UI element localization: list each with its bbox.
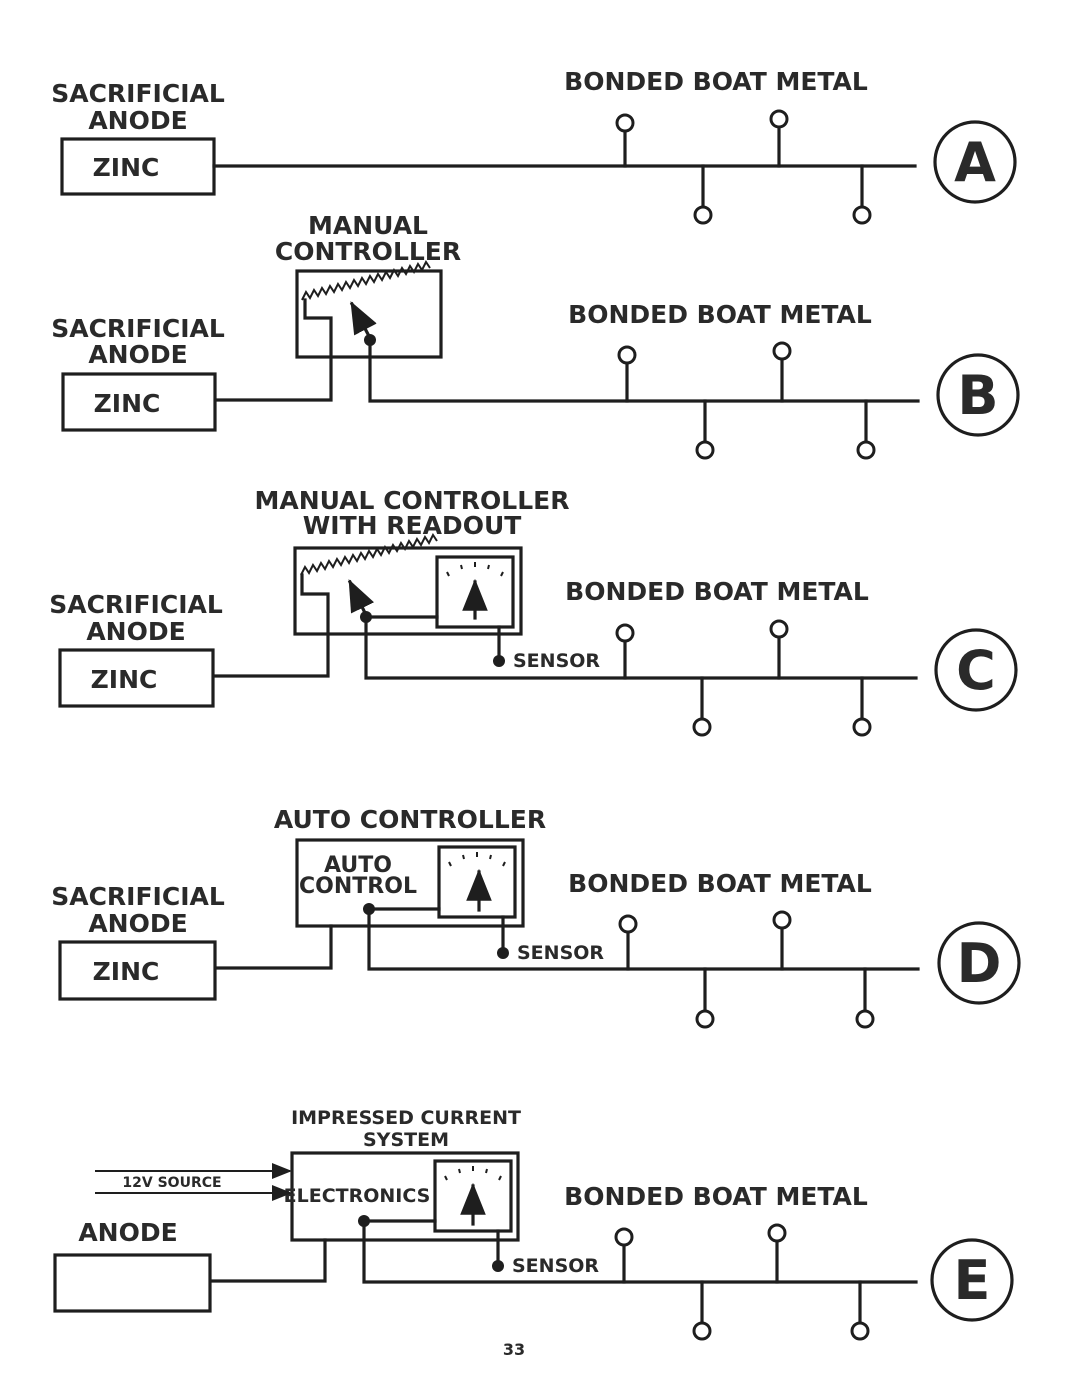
anode-label: ZINC	[94, 389, 161, 418]
bond-pins	[618, 910, 875, 1029]
metal-label: BONDED BOAT METAL	[564, 67, 868, 96]
readout-meter	[437, 845, 517, 919]
inner-label: ELECTRONICS	[284, 1185, 431, 1207]
source-label: 12V SOURCE	[122, 1175, 221, 1191]
anode-title-line2: ANODE	[88, 340, 187, 369]
anode-label: ZINC	[91, 665, 158, 694]
panel-letter: D	[957, 932, 1002, 995]
bond-pins	[614, 1223, 870, 1341]
panel-letter-circle	[930, 1238, 1014, 1322]
wiper-needle	[347, 579, 375, 618]
anode-title-line2: ANODE	[88, 909, 187, 938]
anode-title-line1: SACRIFICIAL	[51, 314, 225, 343]
zinc-anode-box	[58, 648, 215, 708]
inner-label-line1: AUTO	[324, 853, 392, 878]
controller-title-line1: MANUAL CONTROLLER	[255, 486, 570, 515]
anode-lead	[209, 1238, 327, 1283]
panel-a: SACRIFICIAL ANODE ZINC BONDED BOAT METAL…	[51, 67, 1017, 225]
anode-title-line2: ANODE	[88, 106, 187, 135]
sensor-label: SENSOR	[513, 650, 600, 672]
zinc-anode-box	[60, 137, 216, 196]
metal-label: BONDED BOAT METAL	[568, 869, 872, 898]
zinc-anode-box	[61, 372, 217, 432]
bond-wire	[362, 1219, 918, 1284]
panel-letter-circle	[933, 120, 1017, 204]
bond-wire	[367, 907, 920, 971]
anode-title-line1: SACRIFICIAL	[51, 79, 225, 108]
meter-ticks	[444, 1166, 502, 1181]
meter-ticks	[446, 562, 504, 577]
sensor-label: SENSOR	[512, 1255, 599, 1277]
sensor-dot	[493, 655, 505, 667]
panel-letter-circle	[934, 628, 1018, 712]
anode-label: ZINC	[93, 957, 160, 986]
bond-wire	[364, 615, 918, 680]
controller-title-line1: MANUAL	[308, 211, 428, 240]
wiper-needle	[349, 301, 377, 341]
bond-pins	[615, 619, 872, 737]
panel-c: MANUAL CONTROLLER WITH READOUT SENSOR SA…	[49, 486, 1018, 737]
panel-letter-circle	[937, 921, 1021, 1005]
panel-letter: A	[954, 131, 996, 194]
anode-lead	[211, 573, 330, 678]
controller-title-line2: CONTROLLER	[275, 237, 461, 266]
controller-title-line1: IMPRESSED CURRENT	[291, 1107, 521, 1129]
anode-label: ZINC	[93, 153, 160, 182]
sensor-label: SENSOR	[517, 942, 604, 964]
anode-lead	[213, 924, 333, 970]
panel-letter: C	[956, 639, 996, 702]
sensor-dot	[497, 947, 509, 959]
rheostat-coil	[300, 533, 438, 576]
panel-letter: B	[957, 364, 998, 427]
page-number: 33	[503, 1340, 525, 1359]
zinc-anode-box	[58, 940, 217, 1001]
controller-title: AUTO CONTROLLER	[274, 805, 546, 834]
bond-pins	[615, 109, 872, 225]
panel-d: AUTO CONTROLLER AUTO CONTROL SENSOR SACR…	[51, 805, 1021, 1029]
metal-label: BONDED BOAT METAL	[568, 300, 872, 329]
sensor-dot	[492, 1260, 504, 1272]
panel-e: IMPRESSED CURRENT SYSTEM ELECTRONICS 12V…	[53, 1107, 1014, 1341]
panel-b: MANUAL CONTROLLER SACRIFICIAL ANODE ZINC…	[51, 211, 1020, 460]
rheostat-coil	[301, 260, 431, 301]
anode-title: ANODE	[78, 1218, 177, 1247]
meter-ticks	[448, 852, 506, 867]
metal-label: BONDED BOAT METAL	[564, 1182, 868, 1211]
inner-label-line2: CONTROL	[299, 874, 417, 899]
anode-title-line1: SACRIFICIAL	[49, 590, 223, 619]
anode-title-line2: ANODE	[86, 617, 185, 646]
metal-label: BONDED BOAT METAL	[565, 577, 869, 606]
anode-title-line1: SACRIFICIAL	[51, 882, 225, 911]
panel-letter-circle	[936, 353, 1020, 437]
bond-wire	[368, 338, 920, 403]
controller-title-line2: WITH READOUT	[303, 511, 522, 540]
panel-letter: E	[954, 1249, 991, 1312]
anode-box	[53, 1253, 212, 1313]
anode-lead	[213, 298, 333, 402]
bond-pins	[617, 341, 876, 460]
controller-title-line2: SYSTEM	[363, 1129, 449, 1151]
